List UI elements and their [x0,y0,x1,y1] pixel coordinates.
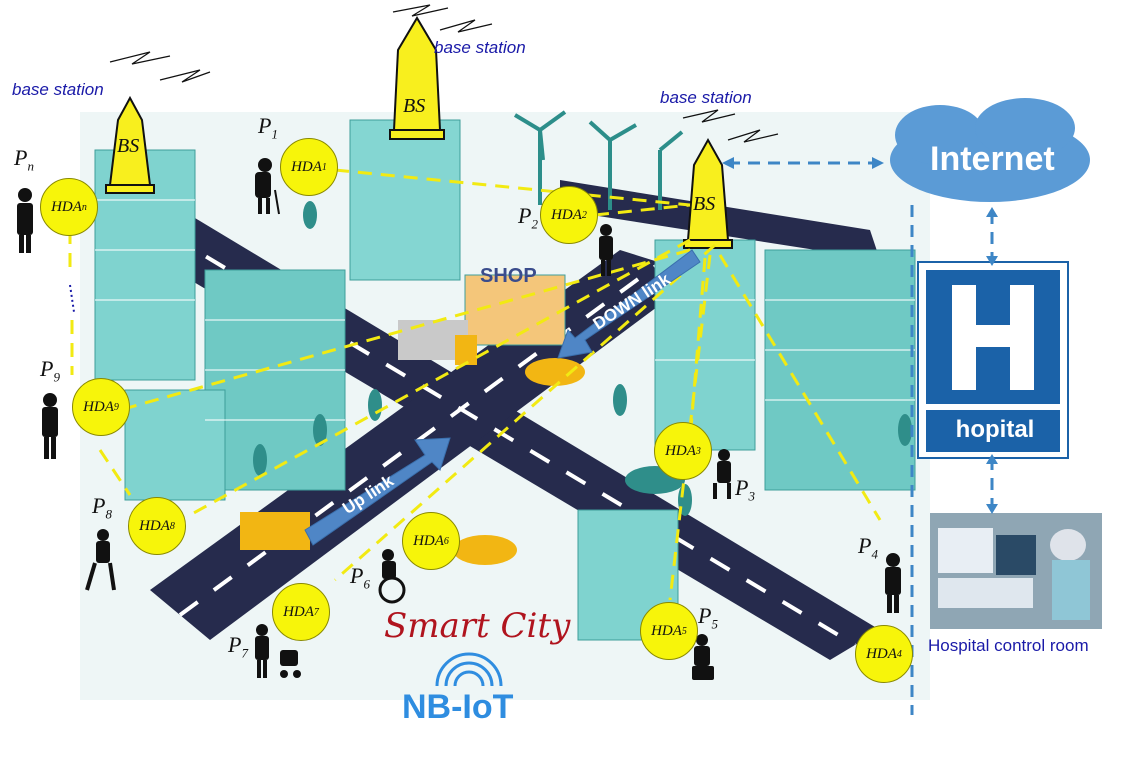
base-station-label-left: base station [12,80,104,99]
smart-city-label: Smart City [384,606,571,646]
bs-tower-left [108,95,152,186]
base-station-towers [105,16,733,249]
patient-3-icon [713,449,731,499]
patient-1-icon [255,158,280,215]
p-label-2: P2 [518,203,538,232]
wind-turbines [513,110,684,210]
hospital-sign [917,261,1069,459]
p-label-7: P7 [228,632,248,661]
control-room-image [930,513,1102,629]
p-label-8: P8 [92,493,112,522]
vehicles [240,320,685,565]
bs-tower-top [392,16,442,131]
down-link-arrow [557,249,701,359]
nbiot-label: NB-IoT [402,688,514,726]
bs-label-top: BS [403,95,426,117]
bs-label-left: BS [117,135,140,157]
bs-label-right: BS [693,193,716,215]
internet-label: Internet [930,140,1055,178]
shop-sign: SHOP [480,265,537,287]
p-label-6: P6 [350,563,370,592]
car-yellow-2 [453,535,517,565]
buildings [94,119,916,641]
patient-2-icon [599,224,613,276]
patient-9-icon [42,393,58,459]
p-label-n: Pn [14,145,34,174]
hospital-label: hopital [955,416,1035,443]
bs-tower-right [686,137,730,241]
signal-icons [109,4,779,143]
patient-4-icon [885,553,901,613]
base-station-label-right: base station [660,88,752,107]
p-label-1: P1 [258,113,278,142]
p-label-5: P5 [698,603,718,632]
base-station-label-top: base station [434,38,526,57]
p-label-3: P3 [735,475,755,504]
ellipsis-dots [69,284,75,313]
control-room-label: Hospital control room [928,636,1089,655]
p-label-9: P9 [40,356,60,385]
patient-8-icon [85,529,116,591]
patient-5-icon [692,634,714,680]
patients-icons [17,158,901,680]
internet-cloud [890,98,1090,202]
patient-n-icon [17,188,33,253]
truck-yellow [240,512,310,550]
nbiot-waves-icon [435,652,503,687]
p-label-4: P4 [858,533,878,562]
patient-7-icon [255,624,301,678]
internet-links [728,161,994,715]
car-yellow [525,358,585,386]
hda-links [68,168,882,601]
up-link-arrow [304,437,451,546]
patient-6-icon [378,549,406,604]
